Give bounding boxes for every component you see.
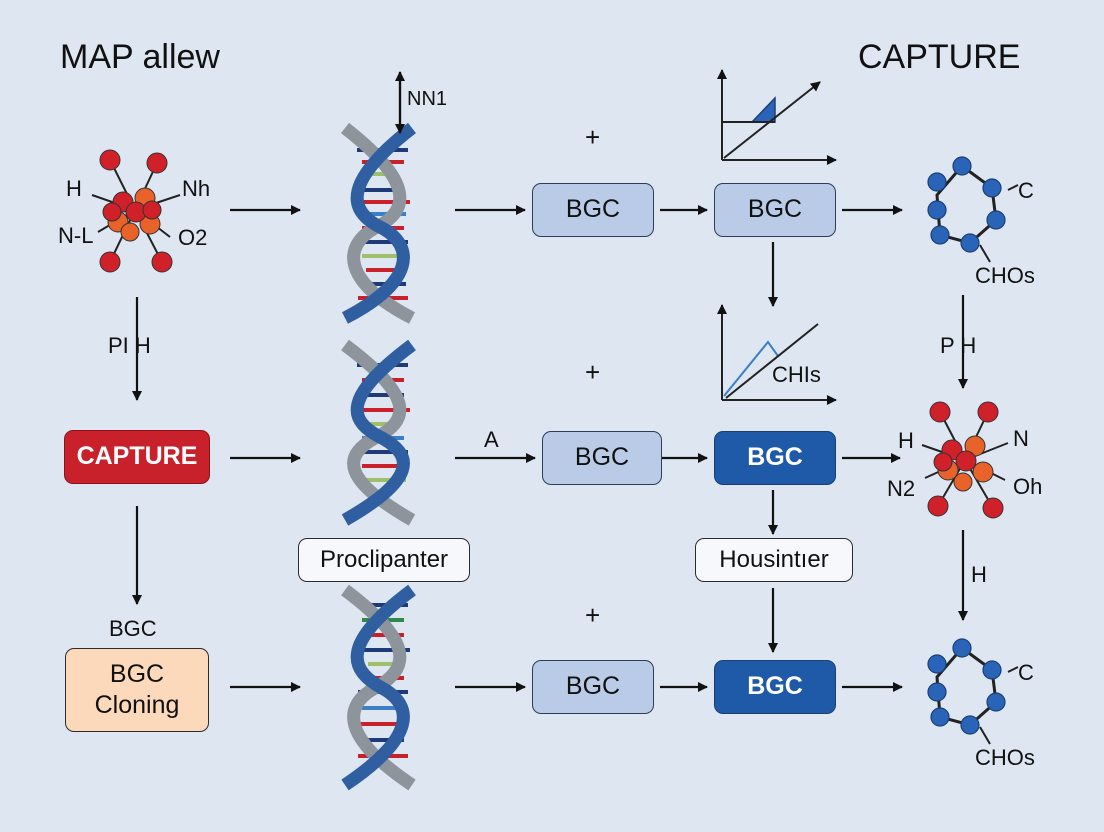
molecule-cluster-middle-right — [921, 401, 1009, 519]
capture-box: CAPTURE — [64, 430, 210, 484]
arrow-label-pi-h: PI H — [108, 333, 151, 358]
bgc-box-row1-b: BGC — [714, 183, 836, 237]
atom-label-n-mid: N — [1013, 426, 1029, 451]
ring-molecule-bottom — [927, 638, 1019, 745]
graph-top-icon — [717, 69, 837, 165]
ring-top-label-c: C — [1018, 178, 1034, 203]
atom-label-n-left: N-L — [58, 223, 94, 248]
graph-middle-icon — [717, 304, 837, 405]
ring-molecule-top — [927, 156, 1019, 263]
arrow-label-p-h: P H — [940, 333, 977, 358]
bgc-cloning-box: BGC Cloning — [65, 648, 209, 732]
atom-label-o: O2 — [178, 225, 208, 250]
flow-arrows — [132, 71, 968, 692]
dna-helix-bottom — [341, 584, 416, 791]
bgc-cloning-line1: BGC — [109, 659, 165, 688]
proclipanter-label-box: Proclipanter — [298, 538, 470, 582]
ring-top-label-cho: CHOs — [975, 263, 1035, 288]
ring-bottom-label-c: C — [1018, 660, 1034, 685]
bgc-box-row3-b: BGC — [714, 660, 836, 714]
arrow-label-a: A — [484, 427, 499, 452]
atom-label-o-mid: Oh — [1013, 474, 1043, 499]
bgc-label-left: BGC — [109, 616, 157, 641]
plus-sign-bottom: + — [585, 600, 601, 630]
bgc-box-row2-b: BGC — [714, 431, 836, 485]
dna-helix-middle — [341, 339, 416, 526]
graph-label-chis: CHIs — [772, 362, 821, 387]
bgc-box-row2-a: BGC — [542, 431, 662, 485]
housintier-label-box: Housintıer — [695, 538, 853, 582]
bgc-cloning-line2: Cloning — [94, 691, 180, 719]
bgc-box-row3-a: BGC — [532, 660, 654, 714]
molecule-cluster-top-left — [91, 149, 181, 273]
ring-bottom-label-cho: CHOs — [975, 745, 1035, 770]
dna-helix-top — [341, 122, 416, 324]
atom-label-n-right: Nh — [182, 176, 211, 201]
atom-label-h-mid: H — [898, 428, 914, 453]
title-left: MAP allew — [60, 38, 220, 76]
plus-sign-middle: + — [585, 357, 601, 387]
arrow-label-nn1: NN1 — [407, 88, 448, 110]
atom-label-n2-mid: N2 — [887, 476, 916, 501]
bgc-box-row1-a: BGC — [532, 183, 654, 237]
atom-label-h: H — [66, 176, 82, 201]
arrow-label-h-right: H — [971, 562, 987, 587]
title-right: CAPTURE — [858, 38, 1021, 76]
plus-sign-top: + — [585, 122, 601, 152]
